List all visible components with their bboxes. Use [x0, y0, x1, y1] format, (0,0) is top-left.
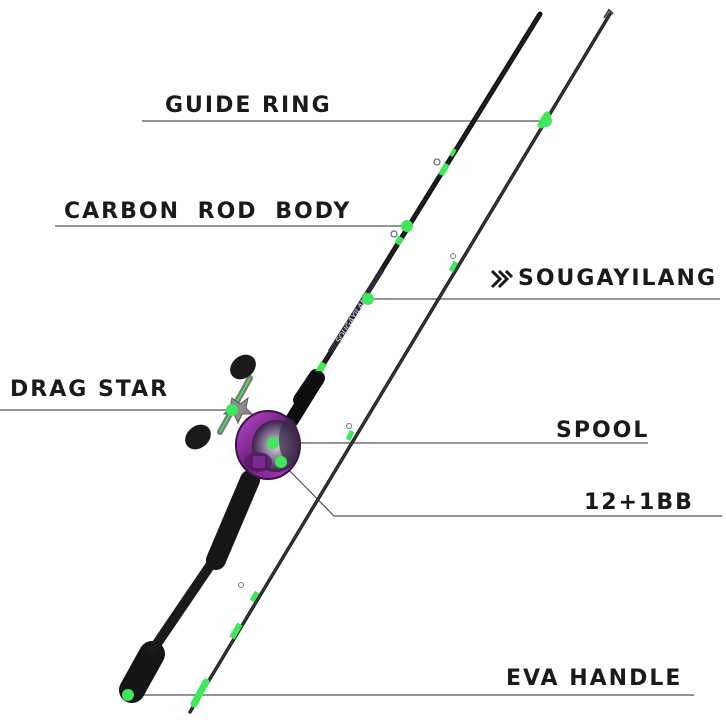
dot-brand	[362, 293, 374, 305]
label-carbon-rod-body: CARBON ROD BODY	[64, 199, 352, 224]
brand-name-text: SOUGAYILANG	[518, 266, 718, 291]
label-eva-handle: EVA HANDLE	[506, 666, 683, 691]
label-spool: SPOOL	[556, 418, 650, 443]
guide-wrap-5	[229, 622, 243, 640]
guide-wrap-4	[249, 590, 260, 603]
rod-butt-grip	[119, 641, 165, 703]
guide-wrap-2	[448, 260, 459, 273]
dot-bearings	[275, 456, 287, 468]
dot-eva-handle	[122, 689, 134, 701]
indicator-dots	[122, 115, 552, 701]
dot-guide-ring	[540, 115, 552, 127]
dot-drag-star	[226, 404, 238, 416]
brand-logo-icon	[490, 269, 514, 289]
label-brand: SOUGAYILANG	[490, 268, 717, 290]
rod-ferrule	[190, 678, 210, 708]
label-drag-star: DRAG STAR	[10, 377, 170, 402]
label-bearings: 12+1BB	[584, 490, 694, 515]
rod-rear-grip	[206, 470, 260, 570]
dot-spool	[267, 437, 279, 449]
dot-carbon-rod	[401, 220, 413, 232]
label-guide-ring: GUIDE RING	[165, 93, 332, 118]
leader-lines	[0, 120, 722, 696]
leader-line-bearings	[280, 461, 722, 517]
guide-wrap-3	[345, 429, 355, 442]
